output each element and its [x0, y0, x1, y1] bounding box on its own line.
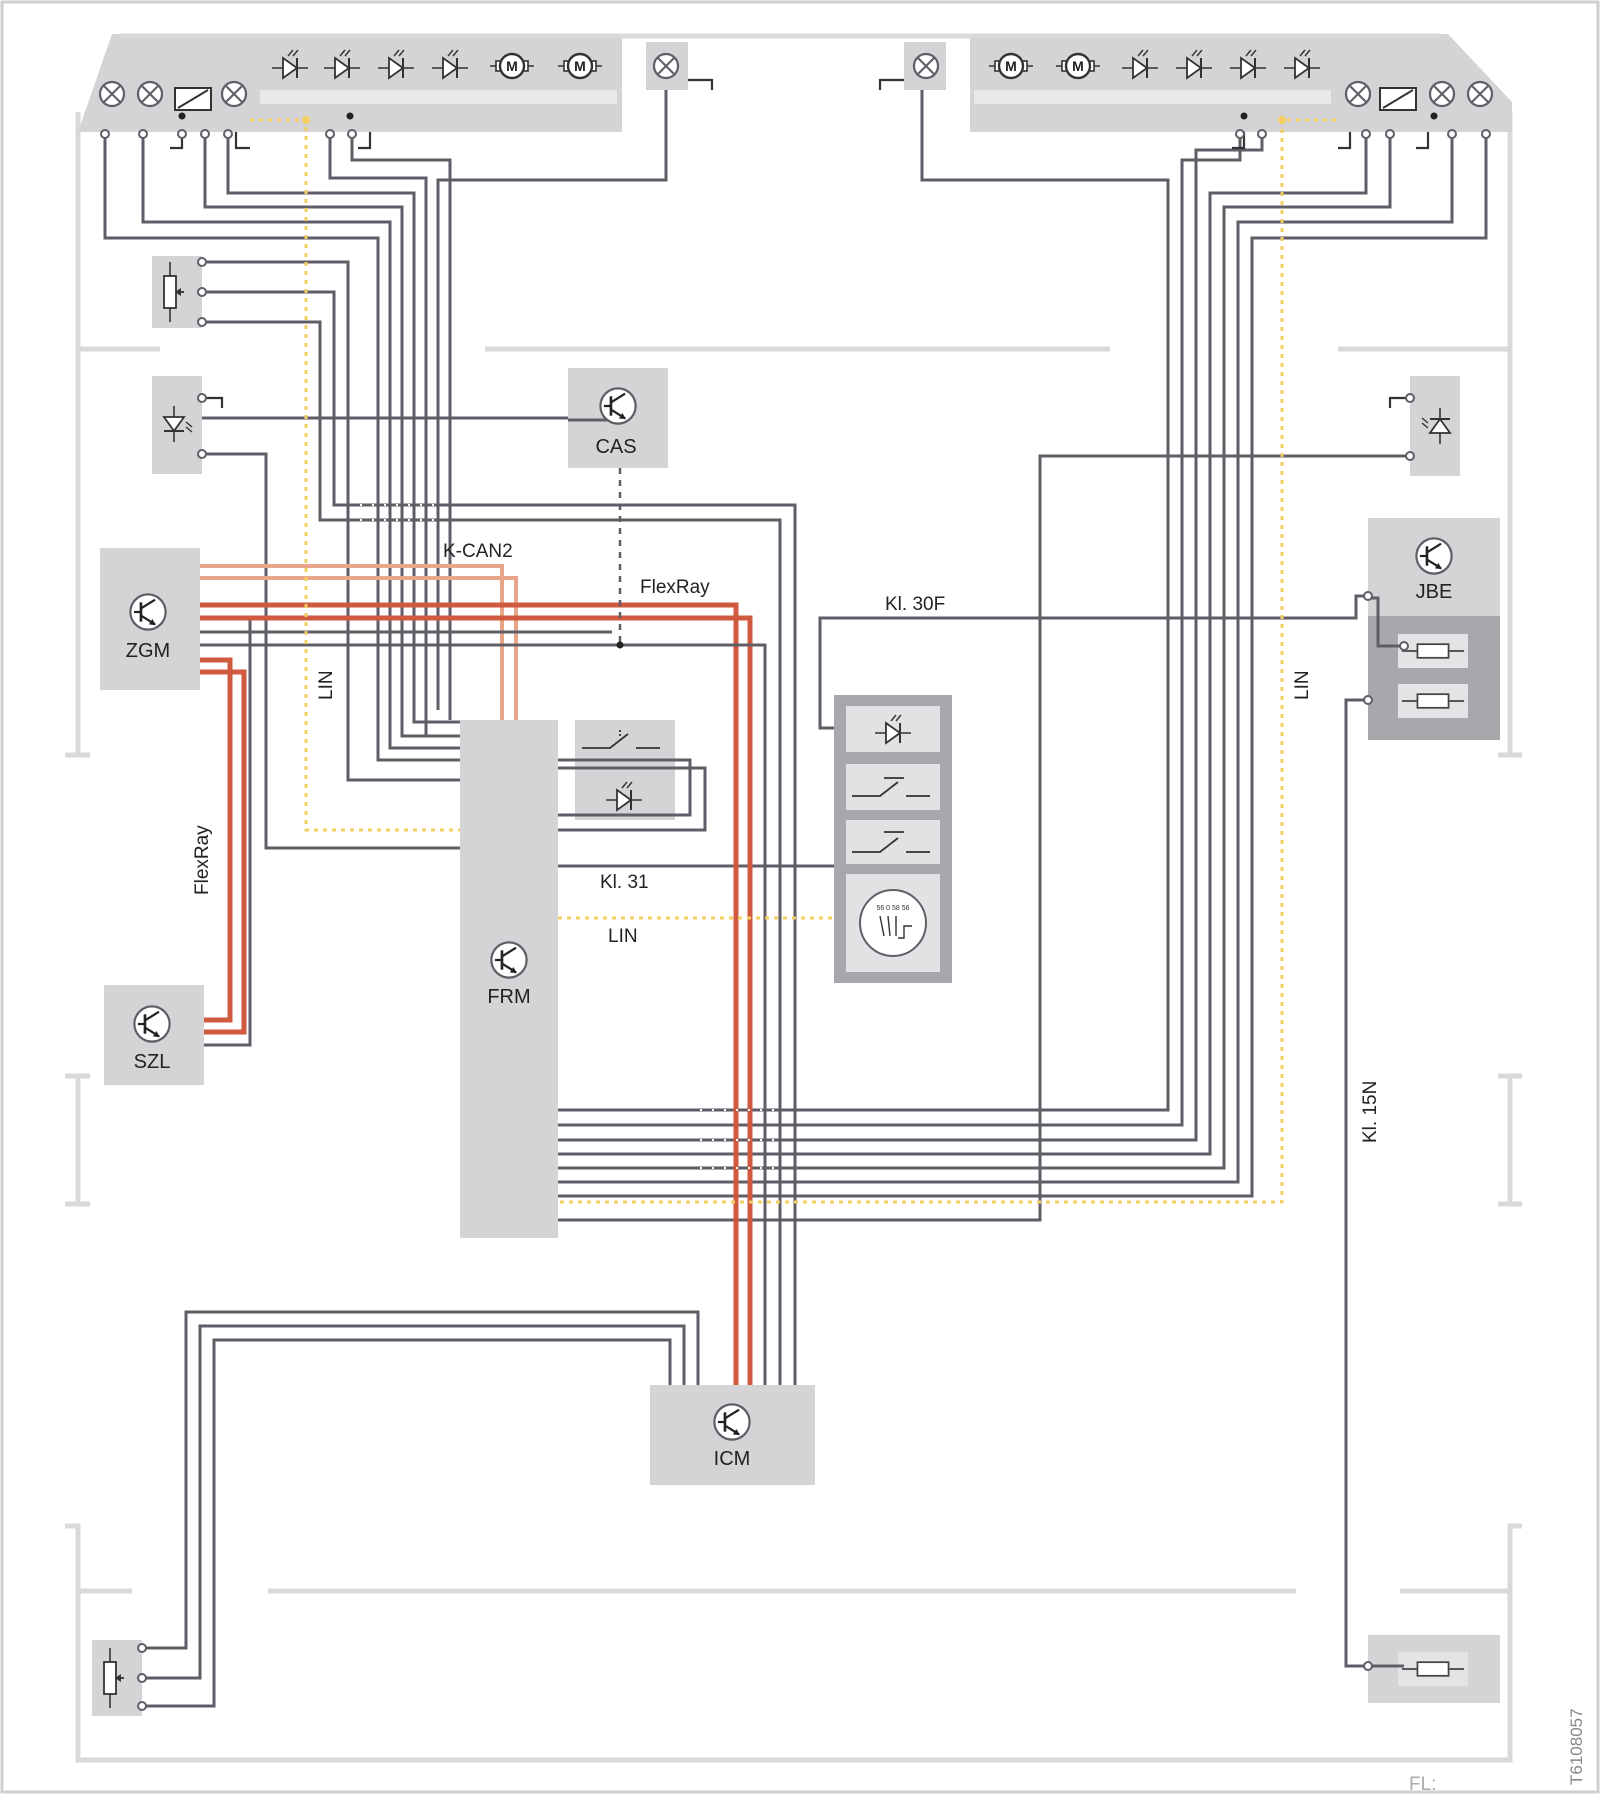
cas-label: CAS [595, 436, 636, 458]
icm-label: ICM [714, 1448, 751, 1470]
ground-icon [170, 78, 1430, 408]
transistor-icon [129, 593, 167, 631]
transistor-icon [490, 941, 528, 979]
lin-vertical-label: LIN [316, 670, 337, 700]
flexray-label: FlexRay [640, 577, 710, 598]
kl30f-label: Kl. 30F [885, 594, 945, 615]
lamp-icon [136, 80, 164, 108]
lamp-icon [1428, 80, 1456, 108]
zgm-label: ZGM [126, 640, 170, 662]
lamp-icon [1344, 80, 1372, 108]
lamp-icon [1466, 80, 1494, 108]
lamp-icon [220, 80, 248, 108]
kl31-label: Kl. 31 [600, 872, 649, 893]
lamp-icon [652, 52, 680, 80]
lamp-icon [912, 52, 940, 80]
frm-block [460, 720, 558, 1238]
wire-harness [103, 90, 1488, 1708]
switch-icon [582, 730, 930, 853]
transistor-icon [599, 387, 637, 425]
frm-label: FRM [487, 986, 530, 1008]
k-can2-label: K-CAN2 [443, 541, 513, 562]
transistor-icon [1415, 537, 1453, 575]
left-front-lamps [98, 49, 680, 111]
lin-vertical-label-right: LIN [1292, 670, 1313, 700]
figure-id: T6108057 [1567, 1708, 1586, 1785]
light-switch-dial [859, 889, 927, 957]
lin-label: LIN [608, 926, 638, 947]
flexray-vertical-label: FlexRay [192, 825, 213, 895]
left-front-light-cluster [78, 34, 622, 132]
jbe-label: JBE [1416, 581, 1453, 603]
light-switch-scale: 56 0 58 56 [876, 905, 909, 912]
footer-label: FL: [1409, 1774, 1436, 1794]
szl-label: SZL [134, 1051, 171, 1073]
right-front-light-cluster [970, 34, 1512, 132]
kl15n-label: Kl. 15N [1360, 1081, 1381, 1143]
vehicle-outline [65, 112, 1522, 1763]
transistor-icon [133, 1005, 171, 1043]
lamp-icon [98, 80, 126, 108]
flexray-bus [200, 602, 753, 1385]
transistor-icon [713, 1403, 751, 1441]
lin-bus [250, 118, 1336, 1204]
right-front-lamps [912, 49, 1494, 111]
